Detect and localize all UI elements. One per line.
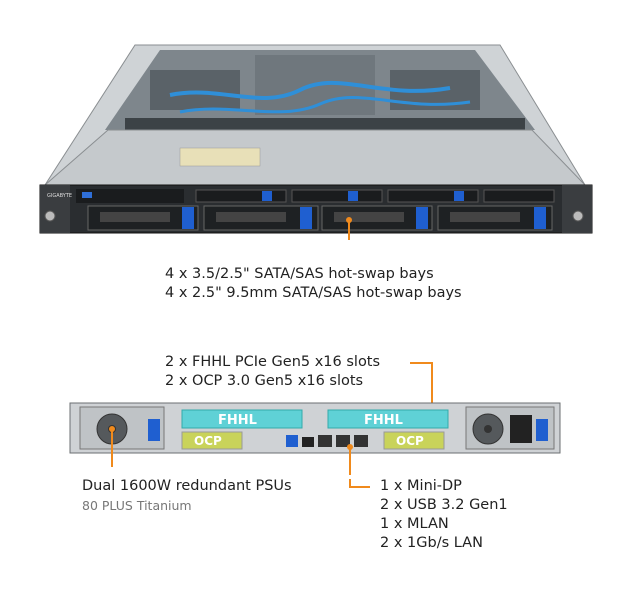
server-rear-view: FHHL FHHL OCP OCP — [69, 362, 561, 475]
bays-spec: 4 x 3.5/2.5" SATA/SAS hot-swap bays 4 x … — [165, 265, 462, 303]
psu-spec: Dual 1600W redundant PSUs 80 PLUS Titani… — [82, 477, 292, 515]
pcie-line-1: 2 x FHHL PCIe Gen5 x16 slots — [165, 354, 381, 370]
io-item: 1 x MLAN — [380, 516, 449, 532]
ocp-slot-right — [383, 431, 445, 450]
drive-bays-small — [195, 189, 555, 203]
thumbscrew-left-icon — [44, 210, 56, 222]
ocp-slot-left — [181, 431, 243, 450]
io-item: 2 x USB 3.2 Gen1 — [380, 497, 508, 513]
brand-logo: GIGABYTE — [47, 193, 72, 199]
fhhl-label-left: FHHL — [218, 413, 257, 428]
io-spec: 1 x Mini-DP 2 x USB 3.2 Gen1 1 x MLAN 2 … — [380, 477, 508, 553]
io-item: 1 x Mini-DP — [380, 478, 462, 494]
ocp-label-right: OCP — [396, 434, 424, 448]
fhhl-slot-left — [181, 409, 303, 429]
drive-bays-large — [87, 205, 553, 231]
psu-title: Dual 1600W redundant PSUs — [82, 478, 292, 494]
fhhl-slot-right — [327, 409, 449, 429]
ocp-label-left: OCP — [194, 434, 222, 448]
io-callout-line — [349, 479, 370, 488]
server-front-view: GIGABYTE — [39, 44, 593, 240]
io-item: 2 x 1Gb/s LAN — [380, 535, 483, 551]
warning-label — [179, 147, 261, 167]
pcie-line-2: 2 x OCP 3.0 Gen5 x16 slots — [165, 373, 364, 389]
psu-subtitle: 80 PLUS Titanium — [82, 498, 192, 513]
pcie-callout-line — [410, 362, 433, 407]
rear-io-ports — [286, 435, 368, 447]
psu-right — [465, 406, 555, 450]
pcie-spec: 2 x FHHL PCIe Gen5 x16 slots 2 x OCP 3.0… — [165, 353, 380, 391]
thumbscrew-right-icon — [572, 210, 584, 222]
bays-line-1: 4 x 3.5/2.5" SATA/SAS hot-swap bays — [165, 266, 434, 282]
bays-line-2: 4 x 2.5" 9.5mm SATA/SAS hot-swap bays — [165, 285, 462, 301]
psu-left — [79, 406, 165, 450]
fhhl-label-right: FHHL — [364, 413, 403, 428]
